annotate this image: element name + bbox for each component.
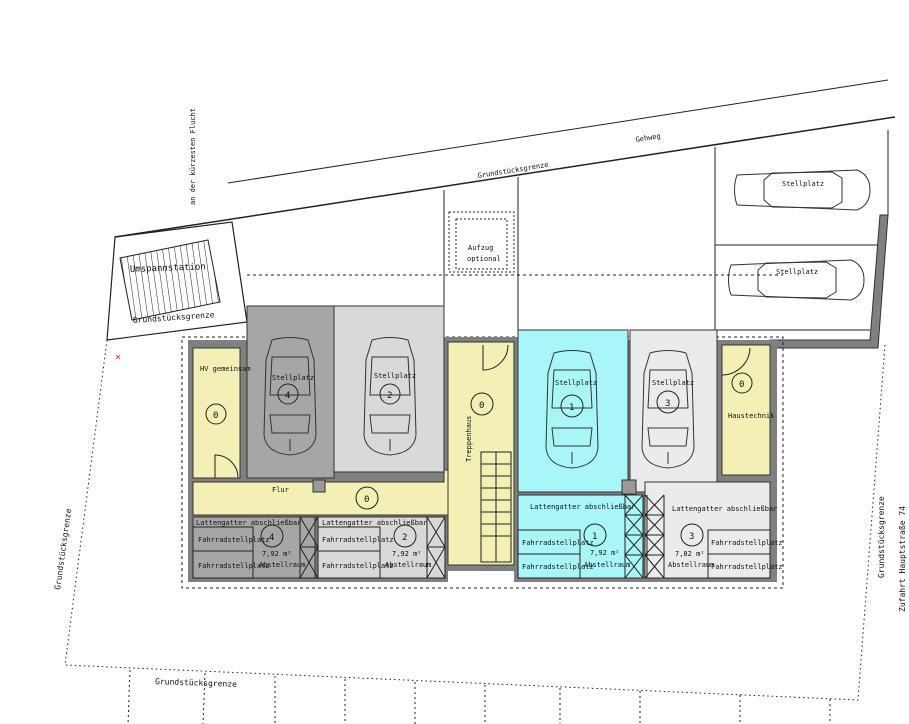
storage-area: 7,92 m²: [262, 550, 292, 558]
garage-number: 2: [387, 391, 392, 401]
shaft: [312, 479, 326, 493]
storage-number: 2: [402, 533, 407, 543]
survey-mark-icon: ✕: [115, 352, 121, 363]
storage-gate-label: Lattengatter abschließbar: [672, 505, 777, 513]
corridor-stair: [192, 341, 515, 566]
elevator-label: Aufzug: [468, 244, 493, 252]
lot-lines: [127, 669, 831, 724]
elevator-label-2: optional: [467, 255, 501, 263]
storage-gate-label: Lattengatter abschließbar: [196, 519, 301, 527]
storage-label: Abstellraum: [385, 561, 431, 569]
property-boundary: [64, 339, 886, 701]
bike-slot-label: Fahrradstellplatz: [711, 539, 783, 547]
garage-4: [246, 305, 335, 479]
room-labels: HV gemeinsam 0 Flur 0 Treppenhaus 0 0 Ha…: [200, 365, 775, 510]
garage-label: Stellplatz: [555, 379, 597, 387]
storage-grid: [192, 494, 771, 579]
garage-label: Stellplatz: [652, 379, 694, 387]
outdoor-parking-label: Stellplatz: [782, 180, 824, 188]
stairs: [480, 451, 512, 563]
boundary-top-line: [114, 116, 896, 238]
outdoor-car-1: [734, 169, 871, 211]
garage-number: 4: [285, 391, 290, 401]
stair-label: Treppenhaus: [465, 416, 473, 462]
shaft: [621, 479, 637, 495]
boundary-bottom-label: Grundstücksgrenze: [155, 677, 237, 689]
sidewalk-line: [227, 79, 889, 184]
room-hv: [192, 347, 241, 479]
substation-label: Umspannstation: [130, 262, 206, 275]
sidewalk-label: Gehweg: [635, 132, 661, 144]
boundary-left-label: Grundstücksgrenze: [53, 508, 73, 591]
garage-label: Stellplatz: [374, 372, 416, 380]
stair-level: 0: [479, 401, 484, 411]
outdoor-car-2: [728, 259, 865, 301]
storage-number: 4: [269, 533, 274, 543]
garage-labels: Stellplatz 4 Stellplatz 2 Stellplatz 1 S…: [272, 372, 694, 418]
boundary-top-label: Grundstücksgrenze: [477, 161, 549, 180]
elevator-inner: [455, 218, 508, 270]
tech-label: Haustechnik: [728, 412, 775, 420]
outdoor-parking-label: Stellplatz: [776, 268, 818, 276]
storage-labels: Lattengatter abschließbar Fahrradstellpl…: [196, 503, 783, 571]
storage-label: Abstellraum: [259, 561, 305, 569]
garage-2: [333, 305, 445, 473]
bike-slot-label: Fahrradstellplatz: [322, 536, 394, 544]
room-hv-label: HV gemeinsam: [200, 365, 251, 373]
bike-slot-label: Fahrradstellplatz: [711, 563, 783, 571]
substation-hatch: [119, 239, 221, 321]
storage-gate-label: Lattengatter abschließbar: [322, 519, 427, 527]
bike-slot-label: Fahrradstellplatz: [522, 539, 594, 547]
corridor-label: Flur: [272, 486, 289, 494]
storage-label: Abstellraum: [584, 561, 630, 569]
storage-number: 3: [689, 532, 694, 542]
boundary-right-label: Grundstücksgrenze: [877, 496, 886, 578]
bike-slot-label: Fahrradstellplatz: [198, 536, 270, 544]
door-hv[interactable]: [214, 454, 239, 479]
door-tech[interactable]: [721, 347, 751, 376]
storage-number: 1: [592, 532, 597, 542]
setback-note: an der kürzesten Flucht: [189, 108, 197, 205]
storage-area: 7,92 m²: [590, 549, 620, 557]
storage-gate-label: Lattengatter abschließbar: [530, 503, 635, 511]
corridor-level: 0: [364, 495, 369, 505]
storage-label: Abstellraum: [668, 561, 714, 569]
storage-area: 7,92 m²: [392, 550, 422, 558]
bike-slot-label: Fahrradstellplatz: [322, 562, 394, 570]
room-tech: [721, 344, 771, 476]
garage-number: 1: [569, 403, 574, 413]
exterior-wall: [769, 214, 889, 349]
elevator-outline: [448, 211, 515, 273]
room-hv-level: 0: [213, 411, 218, 421]
garage-label: Stellplatz: [272, 374, 314, 382]
bike-slot-label: Fahrradstellplatz: [522, 563, 594, 571]
garage-number: 3: [665, 399, 670, 409]
door-stair[interactable]: [482, 344, 509, 371]
access-label: Zufahrt Hauptstraße 74: [898, 506, 907, 612]
storage-area: 7,82 m²: [675, 550, 705, 558]
bike-slot-label: Fahrradstellplatz: [198, 562, 270, 570]
garage-1: [517, 329, 629, 493]
tech-level: 0: [739, 380, 744, 390]
